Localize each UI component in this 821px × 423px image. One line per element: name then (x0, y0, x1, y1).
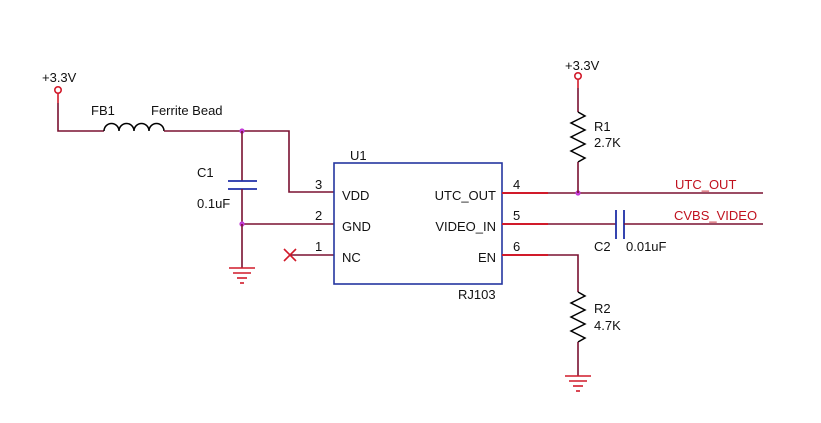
pin-5-number: 5 (513, 208, 520, 223)
right-ground-symbol (565, 375, 591, 392)
u1-ref: U1 (350, 148, 367, 163)
pin-5-name: VIDEO_IN (435, 219, 496, 234)
ground-icon (565, 375, 591, 392)
c1-capacitor[interactable]: C1 0.1uF (197, 131, 257, 224)
c2-value: 0.01uF (626, 239, 667, 254)
u1-ic[interactable]: U1 RJ103 3 VDD 2 GND 1 NC 4 UTC_OUT 5 VI… (315, 148, 520, 302)
r1-resistor[interactable]: R1 2.7K (569, 88, 621, 193)
cvbs-video-net-label: CVBS_VIDEO (674, 208, 757, 223)
inductor-coil-icon (103, 122, 165, 132)
c2-ref: C2 (594, 239, 611, 254)
pin-6-name: EN (478, 250, 496, 265)
pin-1-number: 1 (315, 239, 322, 254)
r1-ref: R1 (594, 119, 611, 134)
utc-out-net-label: UTC_OUT (675, 177, 736, 192)
r2-resistor[interactable]: R2 4.7K (569, 291, 621, 376)
fb1-value: Ferrite Bead (151, 103, 223, 118)
c1-value: 0.1uF (197, 196, 230, 211)
left-ground-symbol (229, 267, 255, 284)
left-power-port: +3.3V (42, 70, 77, 103)
r2-ref: R2 (594, 301, 611, 316)
pin-3-name: VDD (342, 188, 369, 203)
vdd-wire (164, 130, 334, 193)
power-port-icon (53, 86, 62, 95)
r1-value: 2.7K (594, 135, 621, 150)
resistor-zigzag-icon (569, 291, 587, 343)
fb1-ref: FB1 (91, 103, 115, 118)
ground-icon (229, 267, 255, 284)
pin-2-number: 2 (315, 208, 322, 223)
supply-wire (57, 103, 104, 132)
u1-part-number: RJ103 (458, 287, 496, 302)
en-wire (548, 254, 579, 292)
pin-2-name: GND (342, 219, 371, 234)
c1-ref: C1 (197, 165, 214, 180)
pin-6-number: 6 (513, 239, 520, 254)
pin-4-number: 4 (513, 177, 520, 192)
c2-capacitor[interactable]: C2 0.01uF (594, 210, 667, 254)
fb1-ferrite-bead[interactable]: FB1 Ferrite Bead (91, 103, 223, 132)
r2-value: 4.7K (594, 318, 621, 333)
power-port-icon (573, 72, 582, 81)
pin-1-name: NC (342, 250, 361, 265)
no-connect-icon (283, 248, 297, 262)
right-power-port: +3.3V (565, 58, 600, 88)
left-supply-label: +3.3V (42, 70, 77, 85)
resistor-zigzag-icon (569, 111, 587, 163)
pin-3-number: 3 (315, 177, 322, 192)
pin-4-name: UTC_OUT (435, 188, 496, 203)
right-supply-label: +3.3V (565, 58, 600, 73)
